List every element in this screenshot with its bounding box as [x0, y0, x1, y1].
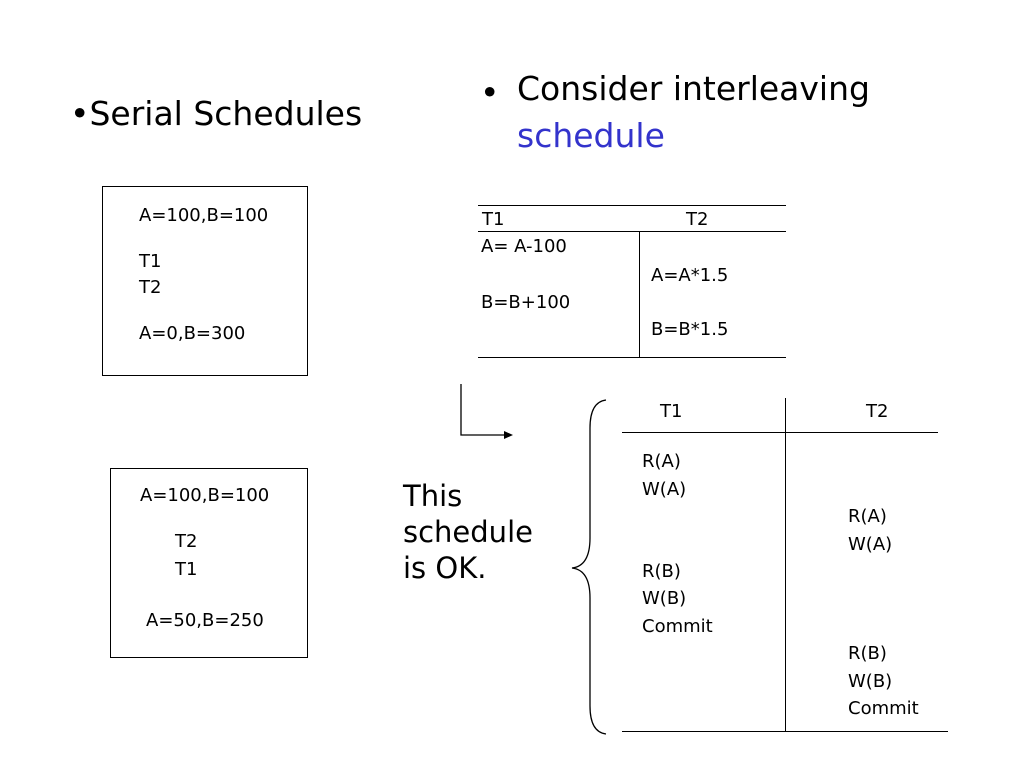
box1-order-2: T2 [139, 277, 162, 298]
box2-order-2: T1 [175, 559, 198, 580]
interleave-header-rule [478, 231, 786, 232]
bullet-line-2: schedule [517, 116, 665, 155]
rw-t1-op: R(B) [642, 561, 681, 582]
rw-t2-op: R(B) [848, 643, 887, 664]
rw-t1-op: W(A) [642, 479, 687, 500]
interleave-t2-op-2: B=B*1.5 [651, 319, 729, 340]
serial-schedules-title: •Serial Schedules [70, 94, 363, 133]
box2-initial: A=100,B=100 [140, 485, 270, 506]
curly-brace-icon [571, 399, 607, 735]
interleave-t1-op-2: B=B+100 [481, 292, 571, 313]
ok-note-line-2: schedule [403, 515, 533, 549]
ok-note-line-3: is OK. [403, 551, 487, 585]
interleave-header-t2: T2 [686, 209, 709, 230]
ok-note-line-1: This [403, 479, 463, 513]
interleaving-bullet: • Consider interleaving schedule [480, 72, 1000, 162]
bullet-mark: • [480, 73, 500, 112]
rw-t2-op: Commit [848, 698, 919, 719]
rw-header-t2: T2 [866, 401, 889, 422]
schedule-ok-note: This schedule is OK. [403, 478, 533, 586]
interleave-header-t1: T1 [482, 209, 505, 230]
box1-initial: A=100,B=100 [139, 205, 269, 226]
rw-header-t1: T1 [660, 401, 683, 422]
bullet-line-1: Consider interleaving [517, 69, 870, 108]
rw-t2-op: W(A) [848, 534, 893, 555]
rw-bottom-rule [622, 731, 948, 732]
rw-t1-op: Commit [642, 616, 713, 637]
interleave-bottom-rule [478, 357, 786, 358]
bent-arrow-icon [460, 384, 513, 439]
rw-header-rule [622, 432, 938, 433]
box2-result: A=50,B=250 [146, 610, 264, 631]
serial-schedule-box-1: A=100,B=100 T1 T2 A=0,B=300 [102, 186, 308, 376]
box1-order-1: T1 [139, 251, 162, 272]
interleave-top-rule [478, 205, 786, 206]
rw-t2-op: R(A) [848, 506, 887, 527]
interleave-column-divider [639, 231, 640, 357]
interleave-t2-op-1: A=A*1.5 [651, 265, 729, 286]
rw-t1-op: W(B) [642, 588, 687, 609]
box1-result: A=0,B=300 [139, 323, 246, 344]
rw-t1-op: R(A) [642, 451, 681, 472]
rw-t2-op: W(B) [848, 671, 893, 692]
serial-schedule-box-2: A=100,B=100 T2 T1 A=50,B=250 [110, 468, 308, 658]
interleave-t1-op-1: A= A-100 [481, 236, 567, 257]
box2-order-1: T2 [175, 531, 198, 552]
rw-column-divider [785, 398, 786, 732]
